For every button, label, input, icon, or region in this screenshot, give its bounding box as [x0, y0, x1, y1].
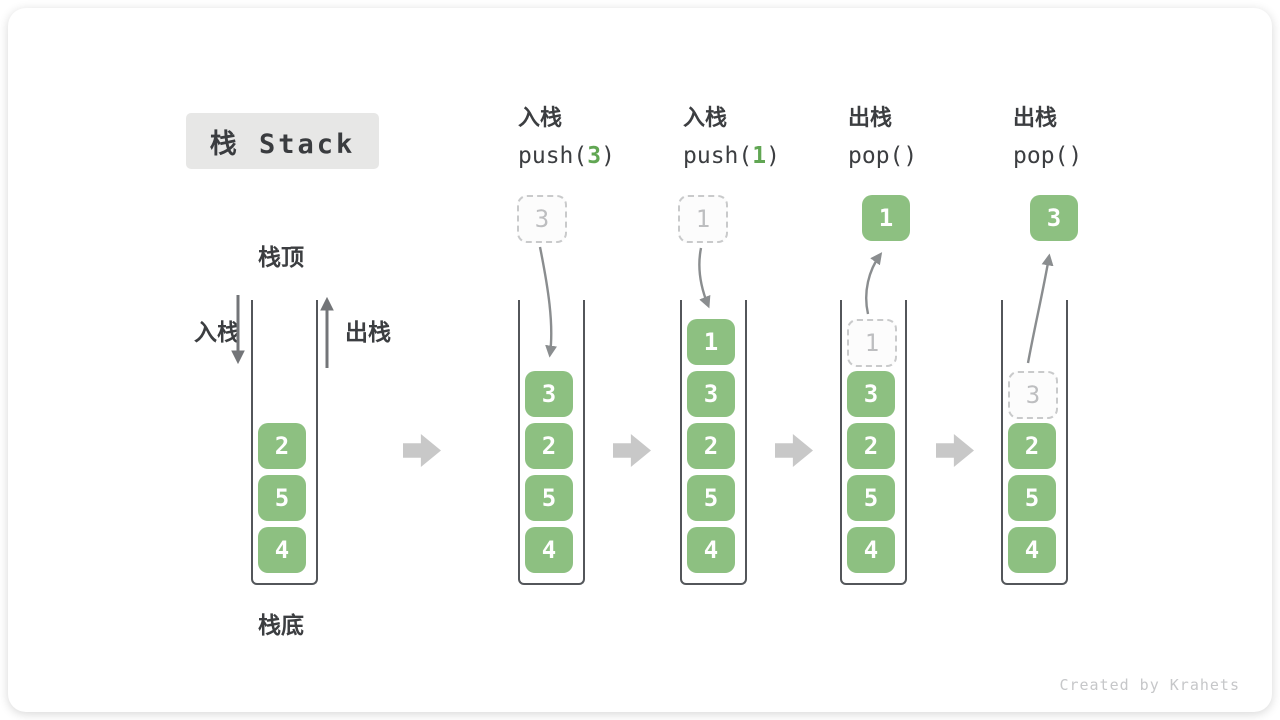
stack-container-push3	[518, 300, 585, 585]
stack-cell: 3	[525, 371, 573, 417]
stage-code-label: push(1)	[683, 142, 780, 170]
stack-cell: 2	[687, 423, 735, 469]
stack-cell: 4	[1008, 527, 1056, 573]
stack-cell: 5	[258, 475, 306, 521]
diagram-title: 栈 Stack	[186, 113, 379, 169]
stack-cell: 5	[687, 475, 735, 521]
next-stage-arrow-icon	[775, 434, 813, 467]
stack-cell-removed: 1	[847, 319, 897, 367]
stack-cell: 3	[687, 371, 735, 417]
stack-cell: 5	[847, 475, 895, 521]
stage-op-label: 出栈	[1013, 106, 1058, 131]
code-arg: 1	[752, 143, 767, 169]
next-stage-arrow-icon	[936, 434, 974, 467]
stack-cell: 4	[258, 527, 306, 573]
stack-cell: 5	[1008, 475, 1056, 521]
stack-cell: 4	[847, 527, 895, 573]
code-pre: push(	[518, 143, 588, 169]
stack-cell: 2	[525, 423, 573, 469]
stack-container-initial	[251, 300, 318, 585]
incoming-element-box: 3	[517, 195, 567, 243]
code-post: )	[1068, 143, 1083, 169]
code-post: )	[903, 143, 918, 169]
stack-cell: 2	[258, 423, 306, 469]
stack-cell-removed: 3	[1008, 371, 1058, 419]
stack-container-pop3	[1001, 300, 1068, 585]
stage-code-label: pop()	[1013, 142, 1082, 170]
code-post: )	[601, 143, 615, 169]
stack-cell: 2	[847, 423, 895, 469]
incoming-element-box: 1	[678, 195, 728, 243]
stack-container-pop1	[840, 300, 907, 585]
stack-cell: 1	[687, 319, 735, 365]
push1-flow-arrow-icon	[698, 247, 711, 309]
popped-element-box: 1	[862, 195, 910, 241]
stack-cell: 2	[1008, 423, 1056, 469]
stage-op-label: 出栈	[848, 106, 893, 131]
stack-cell: 5	[525, 475, 573, 521]
watermark: Created by Krahets	[1059, 676, 1240, 694]
pop-side-label: 出栈	[345, 320, 391, 346]
stack-container-push1	[680, 300, 747, 585]
code-pre: pop(	[1013, 143, 1069, 169]
code-arg: 3	[587, 143, 602, 169]
next-stage-arrow-icon	[403, 434, 441, 467]
stack-bottom-label: 栈底	[258, 613, 304, 639]
push-side-label: 入栈	[194, 320, 240, 346]
code-pre: pop(	[848, 143, 904, 169]
diagram-card: 栈 Stack 栈顶 栈底 入栈 出栈 2 5 4 入栈 push(3) 3 3…	[8, 8, 1272, 712]
stack-cell: 3	[847, 371, 895, 417]
popped-element-box: 3	[1030, 195, 1078, 241]
next-stage-arrow-icon	[613, 434, 651, 467]
stage-code-label: push(3)	[518, 142, 615, 170]
stack-cell: 4	[525, 527, 573, 573]
code-post: )	[766, 143, 780, 169]
stage-code-label: pop()	[848, 142, 917, 170]
code-pre: push(	[683, 143, 753, 169]
stage-op-label: 入栈	[683, 106, 728, 131]
stack-cell: 4	[687, 527, 735, 573]
stage-op-label: 入栈	[518, 106, 563, 131]
stack-top-label: 栈顶	[258, 245, 304, 271]
